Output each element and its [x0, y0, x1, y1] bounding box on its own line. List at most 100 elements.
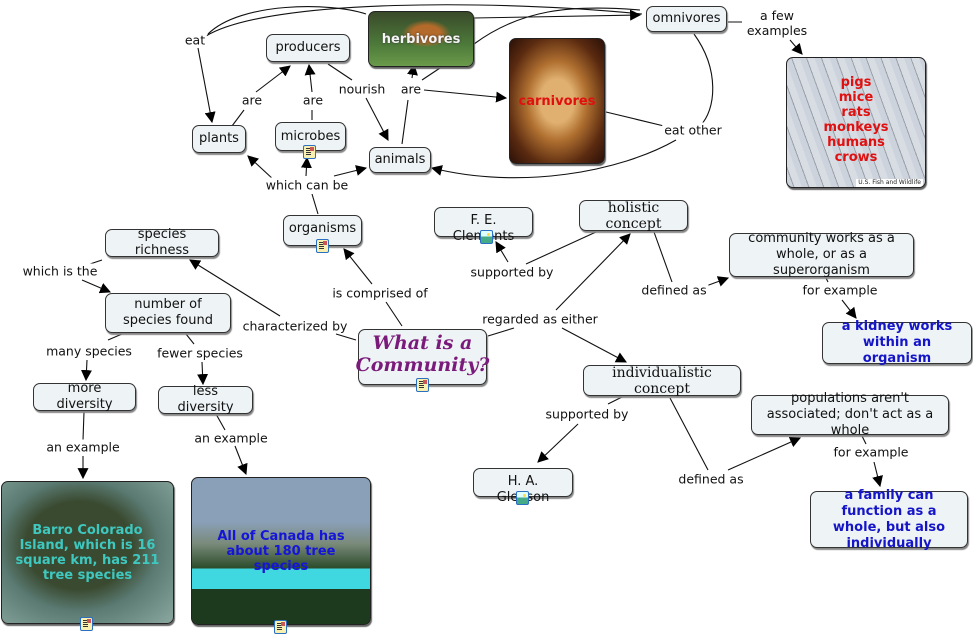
line-carnivores-eatother	[605, 111, 665, 127]
animals-label: animals	[374, 152, 426, 167]
link-which-can-be: which can be	[263, 177, 351, 193]
link-many-species: many species	[44, 343, 134, 359]
microbes-label: microbes	[280, 128, 341, 144]
canada-node[interactable]: All of Canada has about 180 tree species	[191, 477, 371, 625]
less-diversity-node[interactable]: less diversity	[158, 384, 253, 415]
kidney-node[interactable]: a kidney works within an organism	[822, 319, 972, 366]
producers-node[interactable]: producers	[266, 34, 350, 62]
line-are-producers-2	[304, 63, 316, 93]
main-doc-icon[interactable]	[416, 378, 429, 392]
line-comprised-organisms	[343, 248, 373, 285]
line-many-more	[81, 359, 92, 382]
example-humans: humans	[827, 134, 885, 150]
link-supported-by-2: supported by	[543, 406, 631, 422]
line-animals-are	[401, 99, 409, 145]
superorganism-label: community works as a whole, or as a supe…	[748, 231, 895, 278]
example-pigs: pigs	[840, 74, 872, 90]
organisms-label: organisms	[288, 221, 357, 236]
not-associated-label: populations aren't associated; don't act…	[766, 391, 934, 438]
line-whichcanbe-plants	[247, 155, 275, 181]
line-individualistic-defined	[669, 397, 709, 471]
omnivores-label: omnivores	[652, 11, 721, 26]
number-of-species-node[interactable]: number of species found	[105, 293, 231, 333]
carnivores-node[interactable]: carnivores	[509, 38, 605, 164]
species-richness-node[interactable]: species richness	[105, 227, 219, 258]
line-plants-are	[231, 109, 245, 127]
line-richness-whichis	[89, 259, 103, 265]
link-characterized-by: characterized by	[240, 318, 350, 334]
number-of-species-label: number of species found	[123, 297, 213, 328]
line-whichcanbe-animals	[333, 165, 368, 177]
plants-node[interactable]: plants	[192, 125, 246, 153]
species-richness-label: species richness	[134, 227, 190, 258]
photo-credit: U.S. Fish and Wildlife	[856, 179, 923, 187]
example-rats: rats	[841, 104, 871, 120]
carnivores-label: carnivores	[518, 93, 596, 109]
link-supported-by-1: supported by	[468, 264, 556, 280]
clements-image-icon[interactable]	[480, 230, 493, 244]
herbivores-node[interactable]: herbivores	[368, 11, 474, 67]
link-eat: eat	[182, 32, 208, 48]
example-mice: mice	[838, 89, 874, 105]
line-example-family	[872, 461, 883, 488]
line-whichcanbe-microbes	[300, 156, 312, 177]
omnivores-node[interactable]: omnivores	[646, 6, 727, 32]
barro-doc-icon[interactable]	[80, 617, 93, 631]
link-nourish: nourish	[336, 81, 388, 97]
line-number-many	[107, 333, 123, 341]
line-main-characterized	[335, 333, 357, 341]
more-diversity-label: more diversity	[56, 381, 113, 412]
line-defined-superorganism	[705, 276, 730, 287]
individualistic-concept-label: individualistic concept	[612, 364, 712, 397]
link-for-example-1: for example	[800, 282, 880, 298]
not-associated-node[interactable]: populations aren't associated; don't act…	[751, 391, 949, 438]
line-main-regarded	[487, 327, 515, 337]
line-whichis-number	[81, 279, 112, 294]
line-supported-gleason	[537, 423, 579, 463]
gleason-image-icon[interactable]	[516, 491, 529, 505]
link-defined-as-2: defined as	[676, 471, 746, 487]
line-less-example	[215, 413, 226, 431]
link-for-example-2: for example	[831, 444, 911, 460]
link-are-animals: are	[398, 81, 424, 97]
organisms-doc-icon[interactable]	[316, 239, 329, 253]
link-fewer-species: fewer species	[155, 345, 245, 361]
line-supported-clements	[495, 241, 509, 263]
individualistic-concept-node[interactable]: individualistic concept	[583, 364, 741, 397]
link-are-plants: are	[239, 92, 265, 108]
line-eat-from-herbivores	[207, 6, 367, 35]
line-eatother-animals	[430, 139, 677, 179]
line-superorganism-example	[825, 277, 829, 283]
line-defined-notassoc	[727, 436, 802, 471]
main-concept-node[interactable]: What is a Community?	[355, 329, 490, 385]
barro-colorado-text: Barro Colorado Island, which is 16 squar…	[15, 522, 160, 583]
link-eat-other: eat other	[662, 122, 724, 138]
line-are-herbivores	[407, 63, 418, 79]
family-label: a family can function as a whole, but al…	[832, 487, 946, 551]
barro-colorado-node[interactable]: Barro Colorado Island, which is 16 squar…	[1, 481, 174, 624]
more-diversity-node[interactable]: more diversity	[33, 381, 136, 412]
line-holistic-defined	[653, 231, 673, 283]
link-are-microbes: are	[300, 92, 326, 108]
link-regarded-as-either: regarded as either	[480, 311, 600, 327]
microbes-doc-icon[interactable]	[303, 145, 316, 159]
line-afew-examples	[789, 39, 803, 55]
organisms-node[interactable]: organisms	[283, 215, 362, 246]
animals-node[interactable]: animals	[369, 147, 431, 173]
plants-label: plants	[199, 131, 239, 146]
canada-doc-icon[interactable]	[274, 620, 287, 634]
link-an-example-2: an example	[192, 430, 270, 446]
link-defined-as-1: defined as	[639, 282, 709, 298]
line-omnivores-eatother	[693, 33, 714, 127]
omnivore-examples-node[interactable]: pigs mice rats monkeys humans crows U.S.…	[786, 57, 926, 188]
main-concept-label: What is a Community?	[355, 332, 490, 376]
line-fewer-less	[197, 361, 209, 386]
line-herbivores-arc	[473, 7, 641, 45]
family-node[interactable]: a family can function as a whole, but al…	[810, 488, 968, 551]
line-nourish-animals	[365, 97, 389, 141]
superorganism-node[interactable]: community works as a whole, or as a supe…	[729, 231, 914, 278]
line-are-carnivores	[423, 89, 508, 103]
holistic-concept-node[interactable]: holistic concept	[579, 200, 688, 232]
line-number-fewer	[185, 333, 195, 345]
example-monkeys: monkeys	[823, 119, 889, 135]
